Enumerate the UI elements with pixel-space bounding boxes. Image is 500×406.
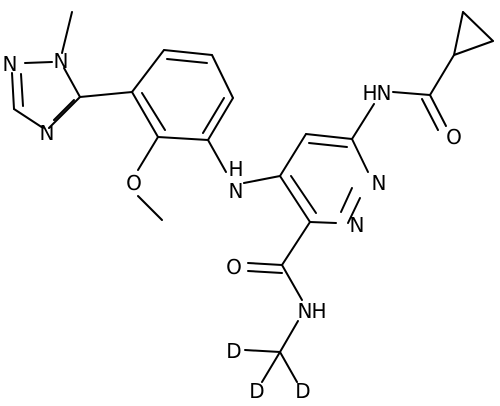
atom-h-aniline: H <box>228 157 243 181</box>
atom-n-amide1: N <box>377 81 392 105</box>
atom-d3: D <box>295 379 310 403</box>
pyridazine-nh-bond <box>351 103 375 140</box>
atom-n-triazole-4: N <box>40 121 55 145</box>
atom-n-amide2: N <box>298 299 313 323</box>
atom-o-methoxy: O <box>126 171 142 195</box>
atom-d2: D <box>249 379 264 403</box>
atom-h-amide1: H <box>362 81 377 105</box>
cd3-d1-bond <box>244 349 281 353</box>
phenyl-ring <box>131 49 234 141</box>
atom-n-aniline: N <box>229 179 244 203</box>
cd3-d2-bond <box>261 351 281 383</box>
atom-n-pyridazine-1: N <box>372 171 387 195</box>
amide1-c-cyclopropyl-bond <box>429 54 455 96</box>
triazole-phenyl-bond <box>79 91 133 98</box>
cd3-d3-bond <box>279 351 298 383</box>
aniline-c-n-bond <box>207 139 227 173</box>
carboxamide-co-bond-a <box>247 262 283 266</box>
atom-o-amide1: O <box>446 125 462 149</box>
aniline-n-c-bond <box>243 175 281 184</box>
atom-o-amide2: O <box>226 255 242 279</box>
amide1-co-bond-b <box>421 98 439 131</box>
amide1-co-bond-a <box>429 94 447 127</box>
methoxy-ch3-bond <box>137 195 163 221</box>
pyridazine-ring <box>279 133 369 224</box>
atom-h-amide2: H <box>311 299 326 323</box>
atom-d1: D <box>226 339 241 363</box>
atom-n-pyridazine-2: N <box>350 213 365 237</box>
amide2-n-cd3-bond <box>279 320 299 353</box>
amide1-n-c-bond <box>392 91 431 96</box>
carboxamide-c-c-bond <box>281 221 311 266</box>
methoxy-o-bond <box>137 136 159 171</box>
carboxamide-c-n-bond <box>281 264 303 301</box>
atom-n-triazole-1: N <box>54 49 69 73</box>
triazole-ring <box>11 61 81 129</box>
atom-n-triazole-2: N <box>3 52 18 76</box>
n-methyl-bond <box>61 11 73 54</box>
carboxamide-co-bond-b <box>247 270 283 274</box>
cyclopropyl-ring <box>453 11 494 56</box>
